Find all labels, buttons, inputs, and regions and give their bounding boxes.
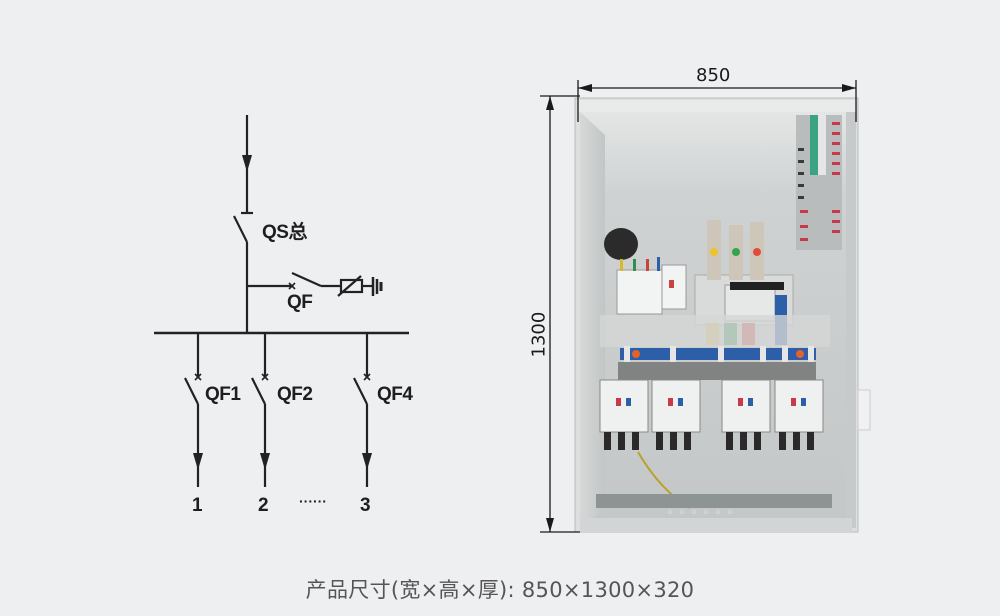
width-dimension-label: 850 bbox=[696, 65, 731, 86]
terminal-strip bbox=[796, 115, 842, 250]
branch-breaker-label: QF1 bbox=[205, 384, 241, 405]
branch-breaker-label: QF2 bbox=[277, 384, 313, 405]
height-dimension-label: 1300 bbox=[528, 311, 550, 358]
cabinet-photo: 850 1300 bbox=[520, 60, 880, 540]
branch-breaker-label: QF4 bbox=[377, 384, 413, 405]
outgoing-arrow-icon bbox=[193, 453, 203, 470]
cable-bundle bbox=[604, 228, 638, 260]
outlet-label: 3 bbox=[360, 495, 371, 516]
ellipsis: ······ bbox=[299, 493, 327, 509]
disconnect-switch-icon bbox=[233, 215, 248, 243]
schematic-lines bbox=[154, 115, 409, 487]
mccb-row bbox=[599, 379, 824, 450]
main-switch-label: QS总 bbox=[262, 222, 307, 243]
circuit-breaker-icon bbox=[291, 271, 322, 288]
surge-breaker-label: QF bbox=[287, 292, 313, 313]
single-line-schematic: QS总 QF QF1 QF2 QF4 1 2 3 ······ bbox=[0, 0, 480, 560]
outlet-label: 1 bbox=[192, 495, 203, 516]
outlet-label: 2 bbox=[258, 495, 269, 516]
product-size-caption: 产品尺寸(宽×高×厚): 850×1300×320 bbox=[305, 578, 695, 602]
cabinet-illustration bbox=[540, 80, 871, 533]
incoming-arrow-icon bbox=[242, 155, 252, 172]
